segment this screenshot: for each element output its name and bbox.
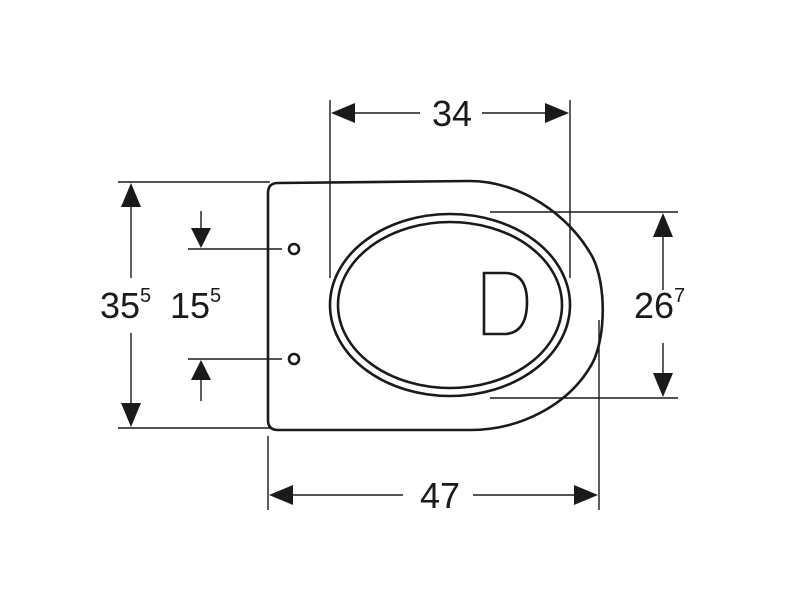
dimension-value: 35: [100, 285, 140, 326]
dimension-label-left-height: 355: [100, 285, 151, 326]
dimension-left-height: 355: [100, 181, 270, 429]
dimension-top-width: 34: [329, 93, 571, 278]
dimension-superscript: 5: [140, 285, 151, 307]
dimension-right-height: 267: [490, 211, 685, 399]
dimension-label-right-height: 267: [634, 285, 685, 326]
arrowhead: [191, 360, 211, 380]
arrowhead: [653, 213, 673, 237]
dimension-superscript: 7: [674, 285, 685, 307]
dimension-label-top-width: 34: [432, 93, 472, 134]
dimension-label-hole-spacing: 155: [170, 285, 221, 326]
arrowhead: [653, 373, 673, 397]
dimension-value: 26: [634, 285, 674, 326]
arrowhead: [191, 228, 211, 248]
seat-outline-group: [266, 179, 604, 432]
arrowhead: [331, 103, 355, 123]
arrowhead: [269, 485, 293, 505]
fixing-hole-top: [287, 242, 301, 256]
dimension-label-bottom-width: 47: [420, 475, 460, 516]
arrowhead: [545, 103, 569, 123]
arrowhead: [121, 183, 141, 207]
dimension-value: 15: [170, 285, 210, 326]
flush-opening: [482, 271, 529, 336]
dimension-bottom-width: 47: [267, 320, 600, 516]
dimension-hole-spacing: 155: [170, 211, 282, 401]
arrowhead: [574, 485, 598, 505]
rim-inner-outline: [336, 220, 564, 390]
arrowhead: [121, 403, 141, 427]
dimension-superscript: 5: [210, 285, 221, 307]
fixing-hole-bottom: [287, 352, 301, 366]
